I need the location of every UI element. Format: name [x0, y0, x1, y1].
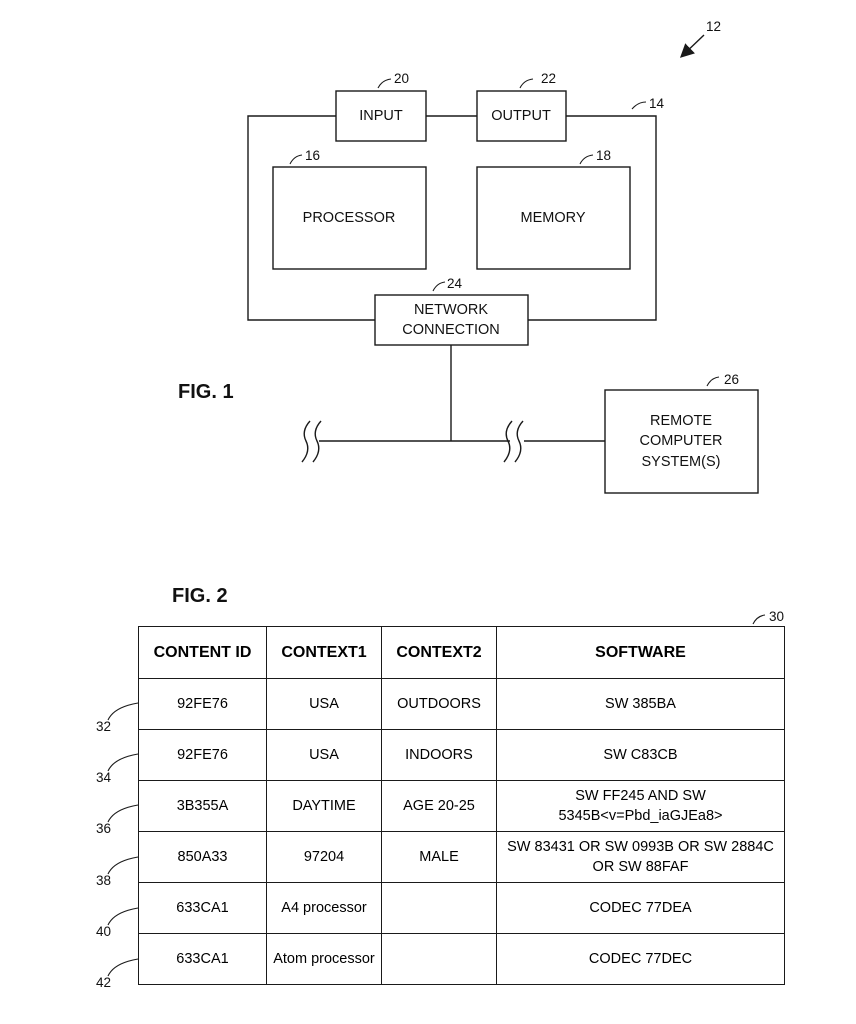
row-ref: 42: [96, 975, 111, 990]
table-row: 633CA1 Atom processor CODEC 77DEC: [139, 934, 785, 985]
cell-context2: [382, 934, 497, 985]
content-software-table: CONTENT ID CONTEXT1 CONTEXT2 SOFTWARE 92…: [138, 626, 785, 985]
cell-content-id: 92FE76: [139, 679, 267, 730]
input-label: INPUT: [359, 108, 403, 124]
input-ref: 20: [394, 71, 409, 86]
row-ref: 36: [96, 821, 111, 836]
header-context2: CONTEXT2: [382, 627, 497, 679]
enclosure-ref-leader: [632, 102, 646, 109]
cell-software: SW FF245 AND SW 5345B<v=Pbd_iaGJEa8>: [497, 781, 785, 832]
cell-content-id: 633CA1: [139, 883, 267, 934]
remote-label-line3: SYSTEM(S): [642, 454, 721, 470]
network-label-line2: CONNECTION: [402, 322, 499, 338]
input-ref-leader: [378, 79, 391, 88]
cell-context1: USA: [267, 679, 382, 730]
table-row: 92FE76 USA INDOORS SW C83CB: [139, 730, 785, 781]
cell-software: SW C83CB: [497, 730, 785, 781]
remote-ref-leader: [707, 377, 719, 386]
header-software: SOFTWARE: [497, 627, 785, 679]
cell-context1: A4 processor: [267, 883, 382, 934]
system-ref: 12: [706, 19, 721, 34]
fig1-label: FIG. 1: [178, 381, 234, 403]
cell-context1: DAYTIME: [267, 781, 382, 832]
processor-ref-leader: [290, 155, 302, 164]
cell-software: SW 385BA: [497, 679, 785, 730]
enclosure-ref: 14: [649, 96, 665, 111]
remote-ref: 26: [724, 372, 739, 387]
table-ref-leader: [753, 615, 765, 624]
cell-context1: 97204: [267, 832, 382, 883]
cell-context2: OUTDOORS: [382, 679, 497, 730]
table-row: 633CA1 A4 processor CODEC 77DEA: [139, 883, 785, 934]
remote-label-line1: REMOTE: [650, 413, 712, 429]
row-ref-leader: [108, 754, 138, 771]
header-content-id: CONTENT ID: [139, 627, 267, 679]
output-label: OUTPUT: [491, 108, 551, 124]
output-ref: 22: [541, 71, 556, 86]
cell-content-id: 3B355A: [139, 781, 267, 832]
row-ref: 40: [96, 924, 111, 939]
table-row: 3B355A DAYTIME AGE 20-25 SW FF245 AND SW…: [139, 781, 785, 832]
system-ref-arrow: [682, 35, 704, 56]
processor-ref: 16: [305, 148, 320, 163]
network-ref-leader: [433, 282, 445, 291]
cell-content-id: 92FE76: [139, 730, 267, 781]
cell-software: SW 83431 OR SW 0993B OR SW 2884C OR SW 8…: [497, 832, 785, 883]
row-ref-leader: [108, 857, 138, 874]
fig2-label: FIG. 2: [172, 585, 228, 607]
header-context1: CONTEXT1: [267, 627, 382, 679]
row-ref-leader: [108, 908, 138, 925]
table-row: 92FE76 USA OUTDOORS SW 385BA: [139, 679, 785, 730]
network-label-line1: NETWORK: [414, 302, 488, 318]
output-ref-leader: [520, 79, 533, 88]
cell-context2: MALE: [382, 832, 497, 883]
row-ref: 38: [96, 873, 111, 888]
cell-context1: Atom processor: [267, 934, 382, 985]
cell-context2: [382, 883, 497, 934]
cell-software: CODEC 77DEA: [497, 883, 785, 934]
cell-software: CODEC 77DEC: [497, 934, 785, 985]
row-ref: 34: [96, 770, 111, 785]
memory-label: MEMORY: [521, 210, 586, 226]
bus-break-mid-2: [515, 421, 523, 462]
memory-ref-leader: [580, 155, 593, 164]
memory-ref: 18: [596, 148, 611, 163]
processor-label: PROCESSOR: [303, 210, 396, 226]
cell-content-id: 633CA1: [139, 934, 267, 985]
cell-content-id: 850A33: [139, 832, 267, 883]
row-ref-leader: [108, 703, 138, 720]
row-ref-leader: [108, 959, 138, 976]
row-ref: 32: [96, 719, 111, 734]
remote-label-line2: COMPUTER: [640, 433, 723, 449]
table-ref: 30: [769, 609, 784, 624]
table-header-row: CONTENT ID CONTEXT1 CONTEXT2 SOFTWARE: [139, 627, 785, 679]
cell-context2: AGE 20-25: [382, 781, 497, 832]
bus-break-left-1: [302, 421, 310, 462]
table-row: 850A33 97204 MALE SW 83431 OR SW 0993B O…: [139, 832, 785, 883]
cell-context1: USA: [267, 730, 382, 781]
row-ref-leader: [108, 805, 138, 822]
network-ref: 24: [447, 276, 463, 291]
cell-context2: INDOORS: [382, 730, 497, 781]
